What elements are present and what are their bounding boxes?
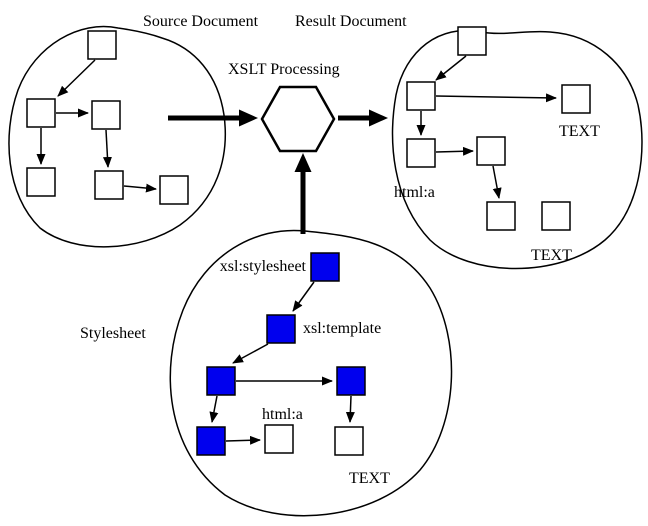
result-node-5 — [476, 136, 506, 166]
style-edge-4 — [209, 395, 219, 423]
source-edge-1 — [57, 59, 96, 97]
style-node-html-a — [264, 424, 294, 454]
result-edge-4 — [435, 146, 474, 156]
result-edge-5 — [492, 165, 502, 199]
stylesheet-blob — [169, 229, 453, 517]
source-edge-4 — [102, 129, 112, 168]
result-node-4 — [406, 138, 436, 168]
style-node-4 — [336, 366, 366, 396]
label-xsl-template: xsl:template — [303, 320, 381, 337]
style-node-xsl-stylesheet — [310, 252, 340, 282]
style-edge-6 — [345, 395, 355, 423]
result-node-1 — [457, 26, 487, 56]
source-node-3 — [91, 100, 121, 130]
style-node-3 — [206, 366, 236, 396]
label-result-html-a: html:a — [394, 184, 435, 201]
result-node-7 — [541, 201, 571, 231]
xslt-processor-hexagon — [260, 85, 336, 153]
style-node-text — [334, 426, 364, 456]
label-result-document: Result Document — [295, 13, 407, 30]
source-node-4 — [26, 167, 56, 197]
label-source-document: Source Document — [143, 13, 259, 30]
result-edge-2 — [435, 93, 557, 103]
label-stylesheet: Stylesheet — [80, 325, 146, 342]
result-node-6 — [486, 201, 516, 231]
source-document-blob — [8, 25, 227, 248]
style-node-5 — [196, 426, 226, 456]
style-node-xsl-template — [266, 314, 296, 344]
result-edge-1 — [435, 55, 467, 81]
result-document-blob — [391, 29, 643, 270]
label-xsl-stylesheet: xsl:stylesheet — [220, 258, 307, 275]
result-node-3 — [561, 84, 591, 114]
result-node-2 — [406, 81, 436, 111]
style-edge-2 — [232, 343, 269, 364]
label-style-html-a: html:a — [262, 406, 303, 423]
label-style-text: TEXT — [349, 470, 390, 487]
source-edge-5 — [123, 183, 157, 193]
label-result-text-2: TEXT — [531, 247, 572, 264]
style-edge-1 — [292, 281, 315, 312]
label-result-text-1: TEXT — [559, 123, 600, 140]
source-node-6 — [159, 175, 189, 205]
label-xslt-processing: XSLT Processing — [228, 61, 340, 78]
style-edge-5 — [225, 435, 261, 445]
source-node-5 — [94, 170, 124, 200]
source-node-2 — [26, 98, 56, 128]
source-node-1 — [87, 30, 117, 60]
